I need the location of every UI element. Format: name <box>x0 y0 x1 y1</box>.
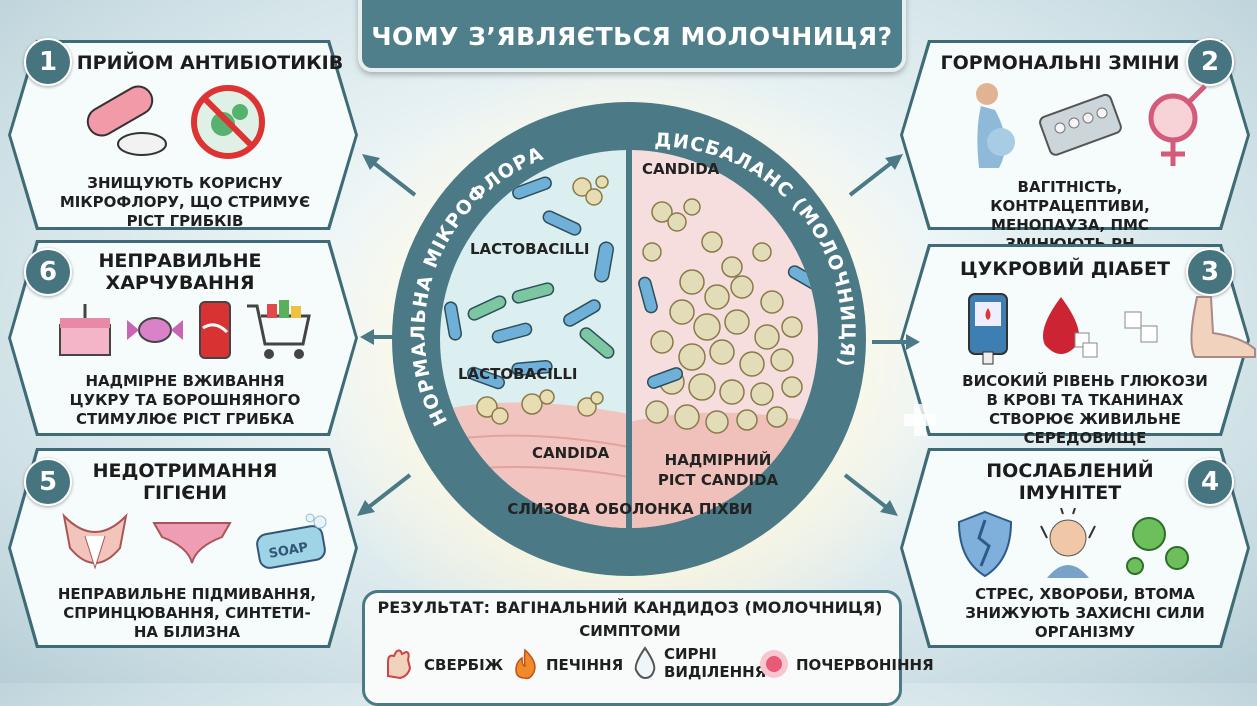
result-subtitle: СИМПТОМИ <box>579 622 681 640</box>
mucosa-label: СЛИЗОВА ОБОЛОНКА ПІХВИ <box>507 500 753 518</box>
card-text-2: ВАГІТНІСТЬ, КОНТРАЦЕПТИВИ, МЕНОПАУЗА, ПМ… <box>990 178 1150 253</box>
itch-icon <box>387 649 412 680</box>
microflora-circle: НОРМАЛЬНА МІКРОФЛОРА ДИСБАЛАНС (МОЛОЧНИЦ… <box>392 102 866 576</box>
no-bacteria-icon <box>191 85 265 159</box>
symptom-redness: ПОЧЕРВОНІННЯ <box>796 656 934 674</box>
arrow-to-card-1 <box>362 154 417 197</box>
drop-icon <box>634 646 656 680</box>
cracked-shield-icon <box>957 510 1013 578</box>
sugar-cubes-icon <box>1124 311 1158 343</box>
soda-can-icon <box>199 301 231 359</box>
foot-icon <box>1190 296 1256 358</box>
symptom-burning: ПЕЧІННЯ <box>546 656 624 674</box>
virus-icon <box>1126 517 1189 575</box>
card-number-1: 1 <box>24 38 72 86</box>
card-title-1: ПРИЙОМ АНТИБІОТИКІВ <box>76 52 344 74</box>
result-title: РЕЗУЛЬТАТ: ВАГІНАЛЬНИЙ КАНДИДОЗ (МОЛОЧНИ… <box>377 598 883 617</box>
card-title-5: НЕДОТРИМАННЯ ГІГІЄНИ <box>92 460 278 504</box>
panties-icon <box>152 522 232 564</box>
shopping-cart-icon <box>247 300 311 359</box>
card-text-1: ЗНИЩУЮТЬ КОРИСНУ МІКРОФЛОРУ, ЩО СТРИМУЄ … <box>59 174 311 230</box>
candida-left-label: CANDIDA <box>532 444 610 462</box>
card-number-6: 6 <box>24 248 72 296</box>
card-text-3: ВИСОКИЙ РІВЕНЬ ГЛЮКОЗИ В КРОВІ ТА ТКАНИН… <box>962 372 1208 447</box>
card-number-2: 2 <box>1186 38 1234 86</box>
symptom-itch: СВЕРБІЖ <box>424 656 504 674</box>
card-number-4: 4 <box>1186 458 1234 506</box>
arrow-to-card-4 <box>843 473 898 516</box>
arrow-to-card-2 <box>848 154 903 197</box>
card-text-4: СТРЕС, ХВОРОБИ, ВТОМА ЗНИЖУЮТЬ ЗАХИСНІ С… <box>965 585 1205 641</box>
card-text-5: НЕПРАВИЛЬНЕ ПІДМИВАННЯ, СПРИНЦЮВАННЯ, СИ… <box>57 585 317 641</box>
pills-icon <box>86 85 167 156</box>
lactobacilli-label-2: LACTOBACILLI <box>458 365 578 383</box>
card-number-5: 5 <box>24 458 72 506</box>
arrow-to-card-6 <box>360 329 408 345</box>
glucometer-icon <box>968 293 1008 365</box>
contraceptive-pills-icon <box>1039 93 1122 156</box>
microflora-diagram: НОРМАЛЬНА МІКРОФЛОРА ДИСБАЛАНС (МОЛОЧНИЦ… <box>408 129 858 532</box>
title-banner: ЧОМУ З’ЯВЛЯЄТЬСЯ МОЛОЧНИЦЯ? <box>358 0 906 72</box>
card-title-2: ГОРМОНАЛЬНІ ЗМІНИ <box>940 52 1180 74</box>
candida-right-label: CANDIDA <box>642 160 720 178</box>
redness-icon <box>760 650 788 678</box>
medical-cross-icon <box>904 404 936 436</box>
blood-drop-icon <box>1043 297 1098 358</box>
card-title-4: ПОСЛАБЛЕНИЙ ІМУНІТЕТ <box>986 460 1154 504</box>
stressed-person-icon <box>1040 508 1096 578</box>
card-text-6: НАДМІРНЕ ВЖИВАННЯ ЦУКРУ ТА БОРОШНЯНОГО С… <box>69 372 301 428</box>
soap-icon: SOAP <box>256 513 327 569</box>
overgrowth-label: НАДМІРНИЙ РІСТ CANDIDA <box>657 451 779 489</box>
lactobacilli-label-1: LACTOBACILLI <box>470 240 590 258</box>
fire-icon <box>515 648 536 680</box>
page-title: ЧОМУ З’ЯВЛЯЄТЬСЯ МОЛОЧНИЦЯ? <box>371 21 893 51</box>
symptom-discharge: СИРНІ ВИДІЛЕННЯ <box>664 645 767 681</box>
arrow-to-card-3 <box>872 334 920 350</box>
underwear-icon <box>62 512 128 570</box>
soap-text: SOAP <box>268 540 310 562</box>
gender-symbol-icon <box>1148 84 1207 166</box>
card-number-3: 3 <box>1186 248 1234 296</box>
candy-icon <box>127 317 183 343</box>
pregnant-woman-icon <box>976 83 1015 168</box>
card-title-6: НЕПРАВИЛЬНЕ ХАРЧУВАННЯ <box>98 250 262 294</box>
card-title-3: ЦУКРОВИЙ ДІАБЕТ <box>960 258 1170 280</box>
cake-icon <box>59 304 111 356</box>
arrow-to-card-5 <box>357 473 412 516</box>
